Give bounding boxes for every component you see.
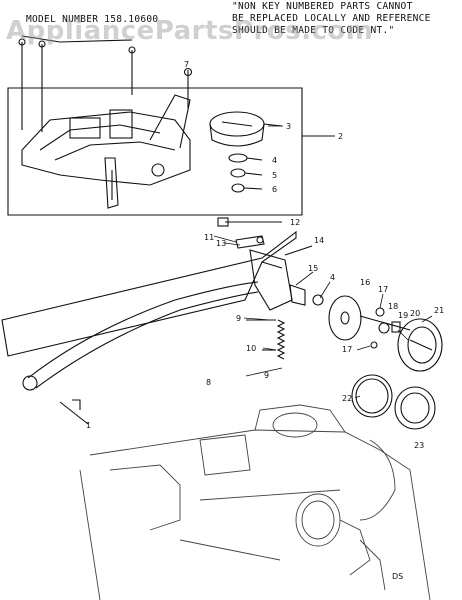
callout-10: 10 — [246, 344, 256, 353]
callout-7: 7 — [184, 60, 189, 69]
callout-leaders — [213, 125, 433, 399]
drive-lever — [22, 281, 259, 425]
note-line-3: SHOULD BE MADE TO CODE NT." — [232, 25, 395, 36]
machine-body — [79, 404, 431, 600]
callout-17a: 17 — [378, 285, 388, 294]
discs-22-23 — [351, 374, 436, 430]
callout-2: 2 — [338, 132, 343, 141]
callout-9a: 9 — [236, 314, 241, 323]
model-number: MODEL NUMBER 158.10600 — [26, 14, 159, 25]
callout-19: 19 — [398, 311, 408, 320]
cam-knob-part-3 — [209, 111, 283, 147]
callout-1: 1 — [86, 421, 91, 430]
callout-8: 8 — [206, 378, 211, 387]
callout-22: 22 — [342, 394, 352, 403]
callout-14: 14 — [314, 236, 324, 245]
mounting-screws — [18, 35, 193, 132]
callout-4: 4 — [272, 156, 277, 165]
callout-23: 23 — [414, 441, 424, 450]
callout-12: 12 — [290, 218, 300, 227]
cam-disc-part-16 — [328, 295, 362, 341]
screw-12 — [217, 217, 282, 227]
callout-4b: 4 — [330, 273, 335, 282]
bracket-part-14 — [249, 245, 313, 311]
link-part-13 — [235, 235, 265, 249]
footer-code: DS — [392, 572, 403, 581]
callout-labels: 1 2 3 4 5 6 7 8 9 9 10 11 12 13 14 15 4 … — [86, 60, 444, 581]
spring-part-10 — [246, 319, 286, 360]
small-parts-17-18-19-20 — [359, 307, 411, 349]
callout-3: 3 — [286, 122, 291, 131]
note-line-2: BE REPLACED LOCALLY AND REFERENCE — [232, 13, 431, 24]
callout-16: 16 — [360, 278, 370, 287]
upper-assembly-frame — [7, 87, 303, 216]
callout-20: 20 — [410, 309, 420, 318]
washers-4-5-6 — [228, 153, 263, 193]
callout-15: 15 — [308, 264, 318, 273]
note-line-1: "NON KEY NUMBERED PARTS CANNOT — [232, 1, 413, 12]
callout-17b: 17 — [342, 345, 352, 354]
callout-18: 18 — [388, 302, 398, 311]
callout-21: 21 — [434, 306, 444, 315]
mechanism-body — [21, 94, 191, 209]
callout-13: 13 — [216, 239, 226, 248]
callout-9b: 9 — [264, 371, 269, 380]
knob-part-21 — [397, 318, 443, 372]
callout-11: 11 — [204, 233, 214, 242]
callout-5: 5 — [272, 171, 277, 180]
lower-assembly-frame — [1, 230, 297, 357]
callout-6: 6 — [272, 185, 277, 194]
